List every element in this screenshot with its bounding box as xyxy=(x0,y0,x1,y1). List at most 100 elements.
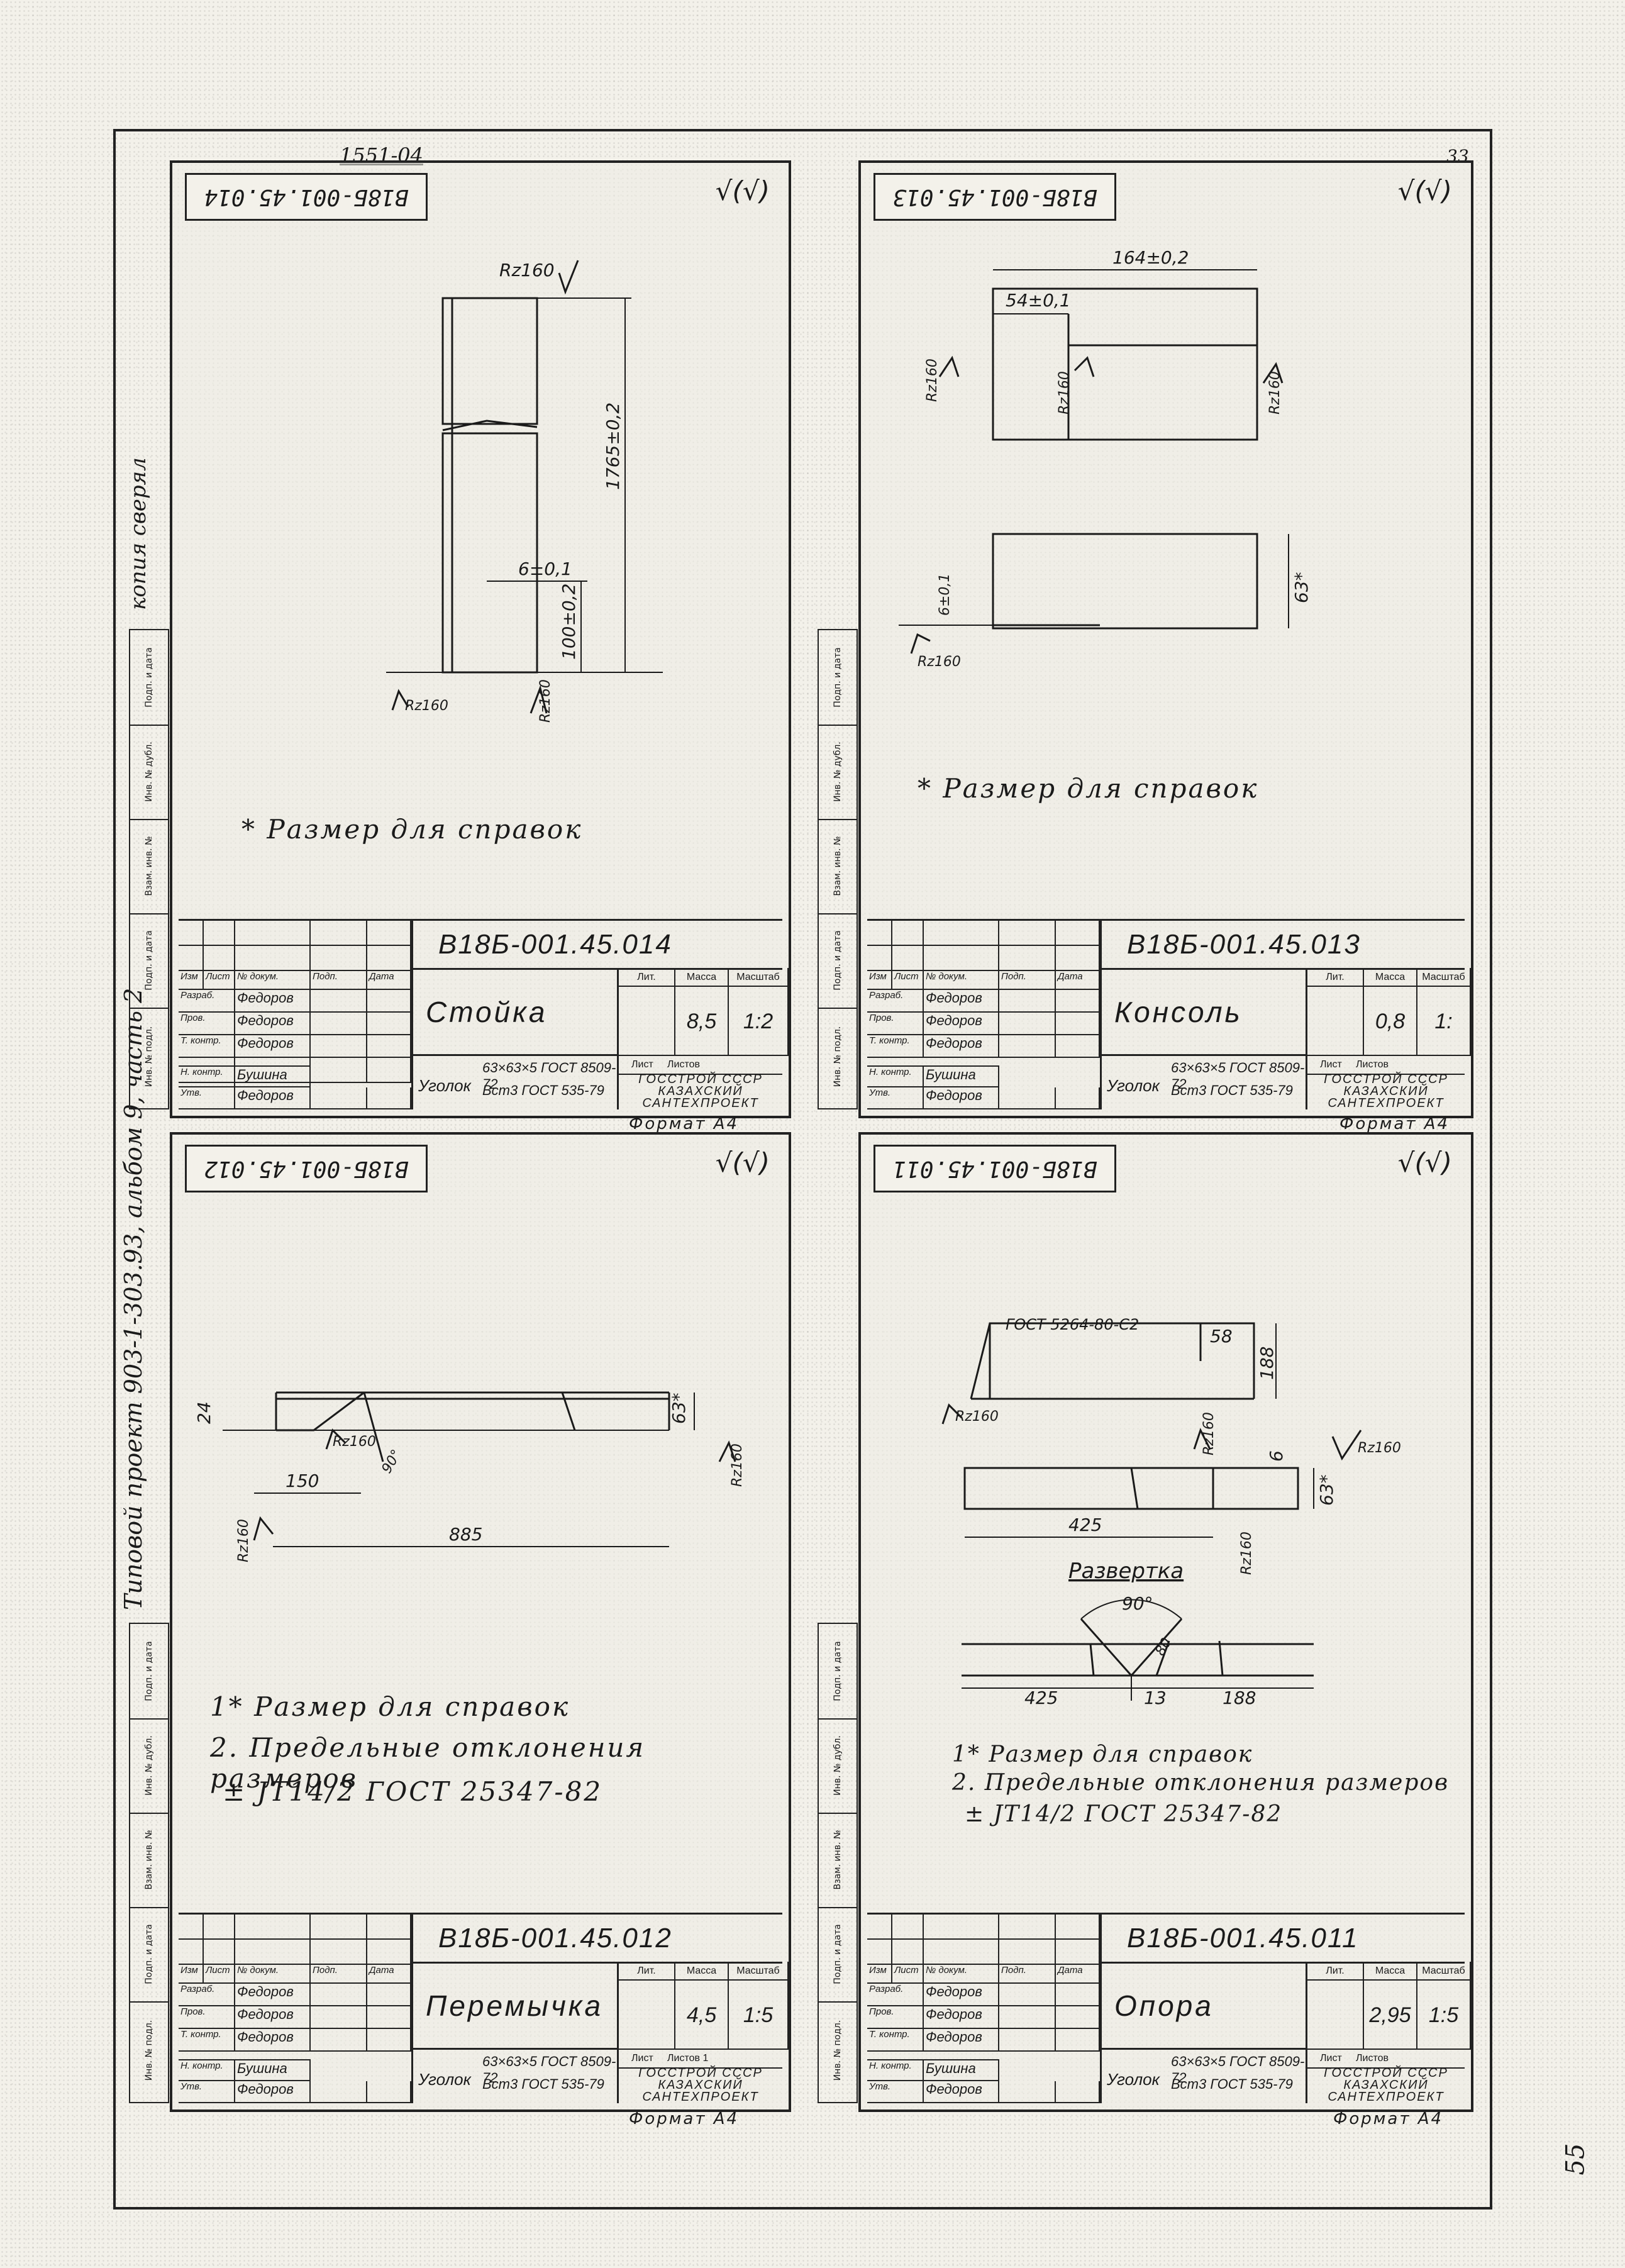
part-name: Опора xyxy=(1100,1962,1307,2050)
hdr-podp: Подп. xyxy=(311,971,367,990)
hdr-list2: Лист xyxy=(1320,2053,1342,2064)
note-line-1: 1* Размер для справок xyxy=(952,1742,1253,1767)
hdr-data: Дата xyxy=(1056,1965,1100,1984)
hdr-list2: Лист xyxy=(631,1059,653,1070)
material-line-1: 63×63×5 ГОСТ 8509-72 xyxy=(482,2054,616,2086)
material-line-2: Вст3 ГОСТ 535-79 xyxy=(1171,2076,1293,2092)
hdr-izm: Изм xyxy=(179,1965,204,1984)
dim-90: 90° xyxy=(1122,1593,1153,1614)
sheet-count-row: Лист Листов xyxy=(1307,2050,1465,2069)
dim-h24: 24 xyxy=(194,1401,214,1424)
row-prov: Пров. xyxy=(867,1013,924,1035)
sheet-count-row: Лист Листов xyxy=(619,1056,782,1075)
title-block: Изм Лист № докум. Подп. Дата Разраб. Фед… xyxy=(867,1913,1471,2103)
hdr-masshtab: Масштаб xyxy=(1417,968,1471,987)
material-cell: Уголок 63×63×5 ГОСТ 8509-72 Вст3 ГОСТ 53… xyxy=(411,2050,619,2103)
hdr-lit: Лит. xyxy=(1307,968,1364,987)
hdr-izm: Изм xyxy=(867,1965,892,1984)
material-prefix: Уголок xyxy=(418,1076,471,1095)
dim-six: 6±0,1 xyxy=(937,574,953,616)
strip-label-4: Подп. и дата xyxy=(833,1924,843,1984)
org-line-1: ГОССТРОЙ СССР xyxy=(638,1072,763,1086)
org-line-2: КАЗАХСКИЙ xyxy=(658,1084,743,1098)
dim-angle: 90° xyxy=(379,1447,405,1476)
part-drawing-stoika: Rz160 1765±0,2 6±0,1 100±0,2 Rz160 Rz160 xyxy=(386,260,663,723)
drawing-sheet-012: В18Б-001.45.012 √(√) 24 Rz160 150 90° 88… xyxy=(170,1132,791,2112)
hdr-doc: № докум. xyxy=(235,971,311,990)
hdr-list2: Лист xyxy=(631,2053,653,2064)
utv-name: Федоров xyxy=(924,2081,999,2103)
strip-label-4: Подп. и дата xyxy=(833,930,843,991)
dim-13: 13 xyxy=(1144,1687,1167,1708)
material-prefix: Уголок xyxy=(1107,1076,1160,1095)
dim-rz3: Rz160 xyxy=(1267,371,1283,414)
hdr-doc: № докум. xyxy=(924,1965,999,1984)
strip-label-2: Инв. № дубл. xyxy=(833,742,843,802)
part-drawing-peremychka: 24 Rz160 150 90° 885 63* Rz160 Rz160 xyxy=(194,1391,745,1562)
revision-grid: Изм Лист № докум. Подп. Дата Разраб. Фед… xyxy=(867,1915,1100,2103)
part-name: Консоль xyxy=(1100,968,1307,1056)
razvertka-label: Развертка xyxy=(1068,1559,1184,1584)
hdr-izm: Изм xyxy=(179,971,204,990)
row-tkontr: Т. контр. xyxy=(179,2029,235,2052)
hdr-masshtab: Масштаб xyxy=(729,968,789,987)
dim-188: 188 xyxy=(1256,1347,1277,1380)
dim-rz4: Rz160 xyxy=(918,654,961,670)
roughness-mark: √(√) xyxy=(715,1147,770,1178)
organization: ГОССТРОЙ СССР КАЗАХСКИЙ САНТЕХПРОЕКТ xyxy=(1307,1072,1465,1109)
revision-grid: Изм Лист № докум. Подп. Дата Разраб. Фед… xyxy=(179,921,411,1109)
format-label-011: Формат А4 xyxy=(1333,2110,1444,2128)
title-block: Изм Лист № докум. Подп. Дата Разраб. Фед… xyxy=(179,1913,789,2103)
row-razrab: Разраб. xyxy=(867,990,924,1013)
dim-hundred: 100±0,2 xyxy=(558,584,579,660)
material-prefix: Уголок xyxy=(1107,2070,1160,2089)
org-line-2: КАЗАХСКИЙ xyxy=(1343,2078,1429,2092)
strip-label-2: Инв. № дубл. xyxy=(144,742,154,802)
nkontr-name: Бушина xyxy=(924,1065,999,1087)
dim-rz-right: Rz160 xyxy=(538,679,553,723)
hdr-lit: Лит. xyxy=(619,1962,675,1981)
tkontr-name: Федоров xyxy=(235,1035,311,1058)
strip-label-3: Взам. инв. № xyxy=(833,836,843,896)
dim-rz-left: Rz160 xyxy=(405,698,448,714)
row-tkontr: Т. контр. xyxy=(867,1035,924,1058)
strip-label-5: Инв. № подл. xyxy=(833,2020,843,2081)
strip-label-4: Подп. и дата xyxy=(144,930,154,991)
mass-scale-block: Лит. Масса Масштаб 8,5 1:2 Лист Листов Г… xyxy=(619,968,789,1110)
drawing-code: В18Б-001.45.011 xyxy=(1100,1915,1465,1964)
razrab-name: Федоров xyxy=(924,1984,999,2006)
material-line-1: 63×63×5 ГОСТ 8509-72 xyxy=(1171,2054,1305,2086)
corner-page-number: 55 xyxy=(1561,2143,1590,2176)
mass-scale-block: Лит. Масса Масштаб 2,95 1:5 Лист Листов … xyxy=(1307,1962,1471,2103)
row-razrab: Разраб. xyxy=(179,990,235,1013)
hdr-massa: Масса xyxy=(675,968,729,987)
drawing-code: В18Б-001.45.013 xyxy=(1100,921,1465,970)
roughness-mark: √(√) xyxy=(1397,1147,1452,1178)
material-cell: Уголок 63×63×5 ГОСТ 8509-72 Вст3 ГОСТ 53… xyxy=(1100,1056,1307,1109)
nkontr-name: Бушина xyxy=(235,1065,311,1087)
strip-label-3: Взам. инв. № xyxy=(833,1830,843,1890)
org-line-3: САНТЕХПРОЕКТ xyxy=(642,1096,759,1110)
material-line-2: Вст3 ГОСТ 535-79 xyxy=(482,2076,604,2092)
side-stamp-strip-bottom: Подп. и дата Инв. № дубл. Взам. инв. № П… xyxy=(129,1623,169,2103)
razrab-name: Федоров xyxy=(924,990,999,1013)
hdr-masshtab: Масштаб xyxy=(729,1962,789,1981)
part-drawing-konsol: 164±0,2 54±0,1 Rz160 Rz160 Rz160 6±0,1 6… xyxy=(899,247,1312,670)
mass-value: 4,5 xyxy=(675,1981,729,2050)
utv-name: Федоров xyxy=(235,1087,311,1109)
strip-label-3: Взам. инв. № xyxy=(144,836,154,896)
material-cell: Уголок 63×63×5 ГОСТ 8509-72 Вст3 ГОСТ 53… xyxy=(411,1056,619,1109)
strip-label-3: Взам. инв. № xyxy=(144,1830,154,1890)
strip-label-5: Инв. № подл. xyxy=(144,1026,154,1087)
scale-value: 1:2 xyxy=(729,987,789,1056)
org-line-1: ГОССТРОЙ СССР xyxy=(1324,2066,1448,2080)
mass-value: 0,8 xyxy=(1364,987,1417,1056)
org-line-1: ГОССТРОЙ СССР xyxy=(1324,1072,1448,1086)
tkontr-name: Федоров xyxy=(924,2029,999,2052)
dim-l150: 150 xyxy=(286,1470,319,1491)
dim-six: 6±0,1 xyxy=(518,559,572,579)
dim-l885: 885 xyxy=(449,1524,482,1545)
row-utv: Утв. xyxy=(179,2081,235,2103)
title-block: Изм Лист № докум. Подп. Дата Разраб. Фед… xyxy=(867,919,1471,1109)
dim-w-total: 164±0,2 xyxy=(1112,247,1189,268)
